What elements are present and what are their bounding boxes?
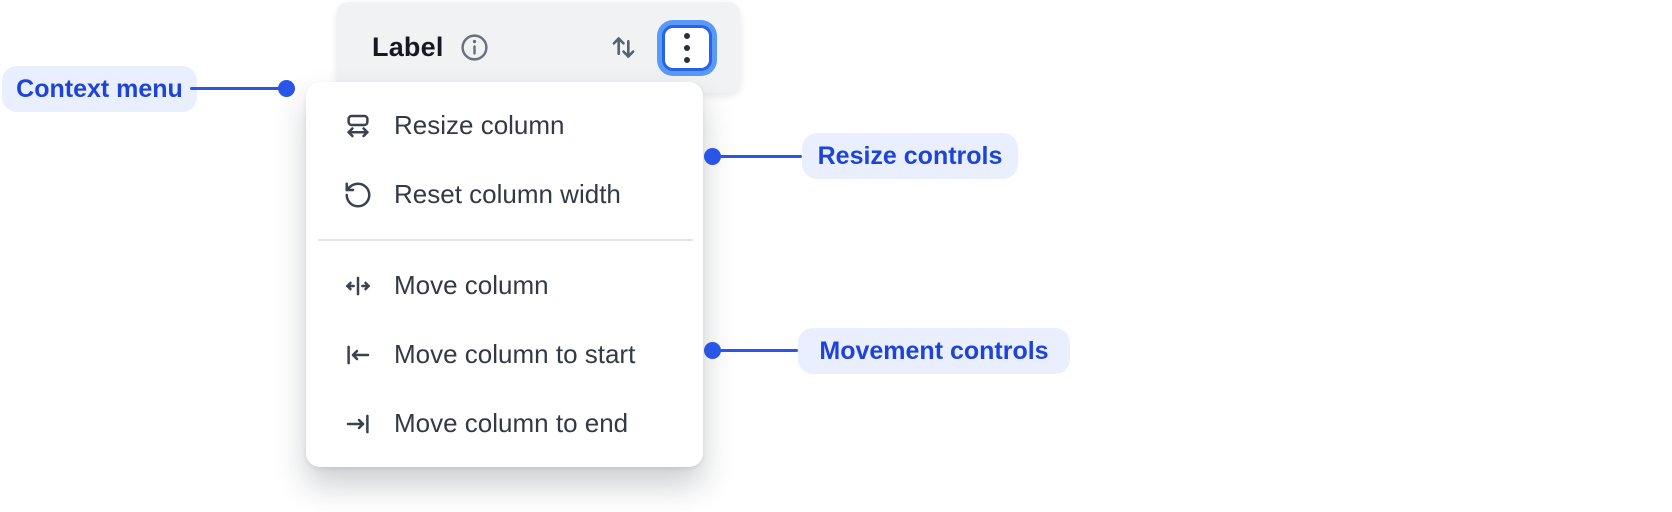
annotation-context-menu-dot [278, 80, 295, 97]
column-context-menu: Resize column Reset column width [306, 82, 703, 467]
info-icon[interactable] [459, 32, 490, 63]
reset-column-width-icon [343, 180, 373, 210]
annotation-resize-controls: Resize controls [802, 133, 1018, 179]
annotation-context-menu-line [190, 87, 286, 90]
annotation-movement-controls: Movement controls [798, 328, 1070, 374]
annotation-movement-controls-line [710, 349, 798, 352]
menu-item-label: Resize column [394, 110, 565, 140]
column-header-label: Label [372, 32, 444, 62]
move-column-to-end-icon [343, 409, 373, 439]
sort-arrows-icon[interactable] [607, 31, 640, 64]
menu-item-resize-column[interactable]: Resize column [306, 91, 703, 160]
menu-item-move-column[interactable]: Move column [306, 251, 703, 320]
menu-item-move-column-to-start[interactable]: Move column to start [306, 320, 703, 389]
annotation-resize-controls-line [710, 155, 802, 158]
column-menu-button[interactable] [662, 24, 712, 71]
column-header: Label [337, 2, 740, 93]
menu-item-label: Move column [394, 270, 549, 300]
menu-divider [318, 239, 693, 241]
menu-item-label: Move column to start [394, 339, 636, 369]
menu-item-label: Reset column width [394, 179, 621, 209]
kebab-menu-icon [684, 32, 690, 39]
resize-column-icon [343, 111, 373, 141]
menu-item-label: Move column to end [394, 408, 629, 438]
menu-item-reset-column-width[interactable]: Reset column width [306, 160, 703, 229]
annotation-context-menu: Context menu [2, 66, 197, 112]
move-column-icon [343, 271, 373, 301]
move-column-to-start-icon [343, 340, 373, 370]
menu-item-move-column-to-end[interactable]: Move column to end [306, 389, 703, 458]
